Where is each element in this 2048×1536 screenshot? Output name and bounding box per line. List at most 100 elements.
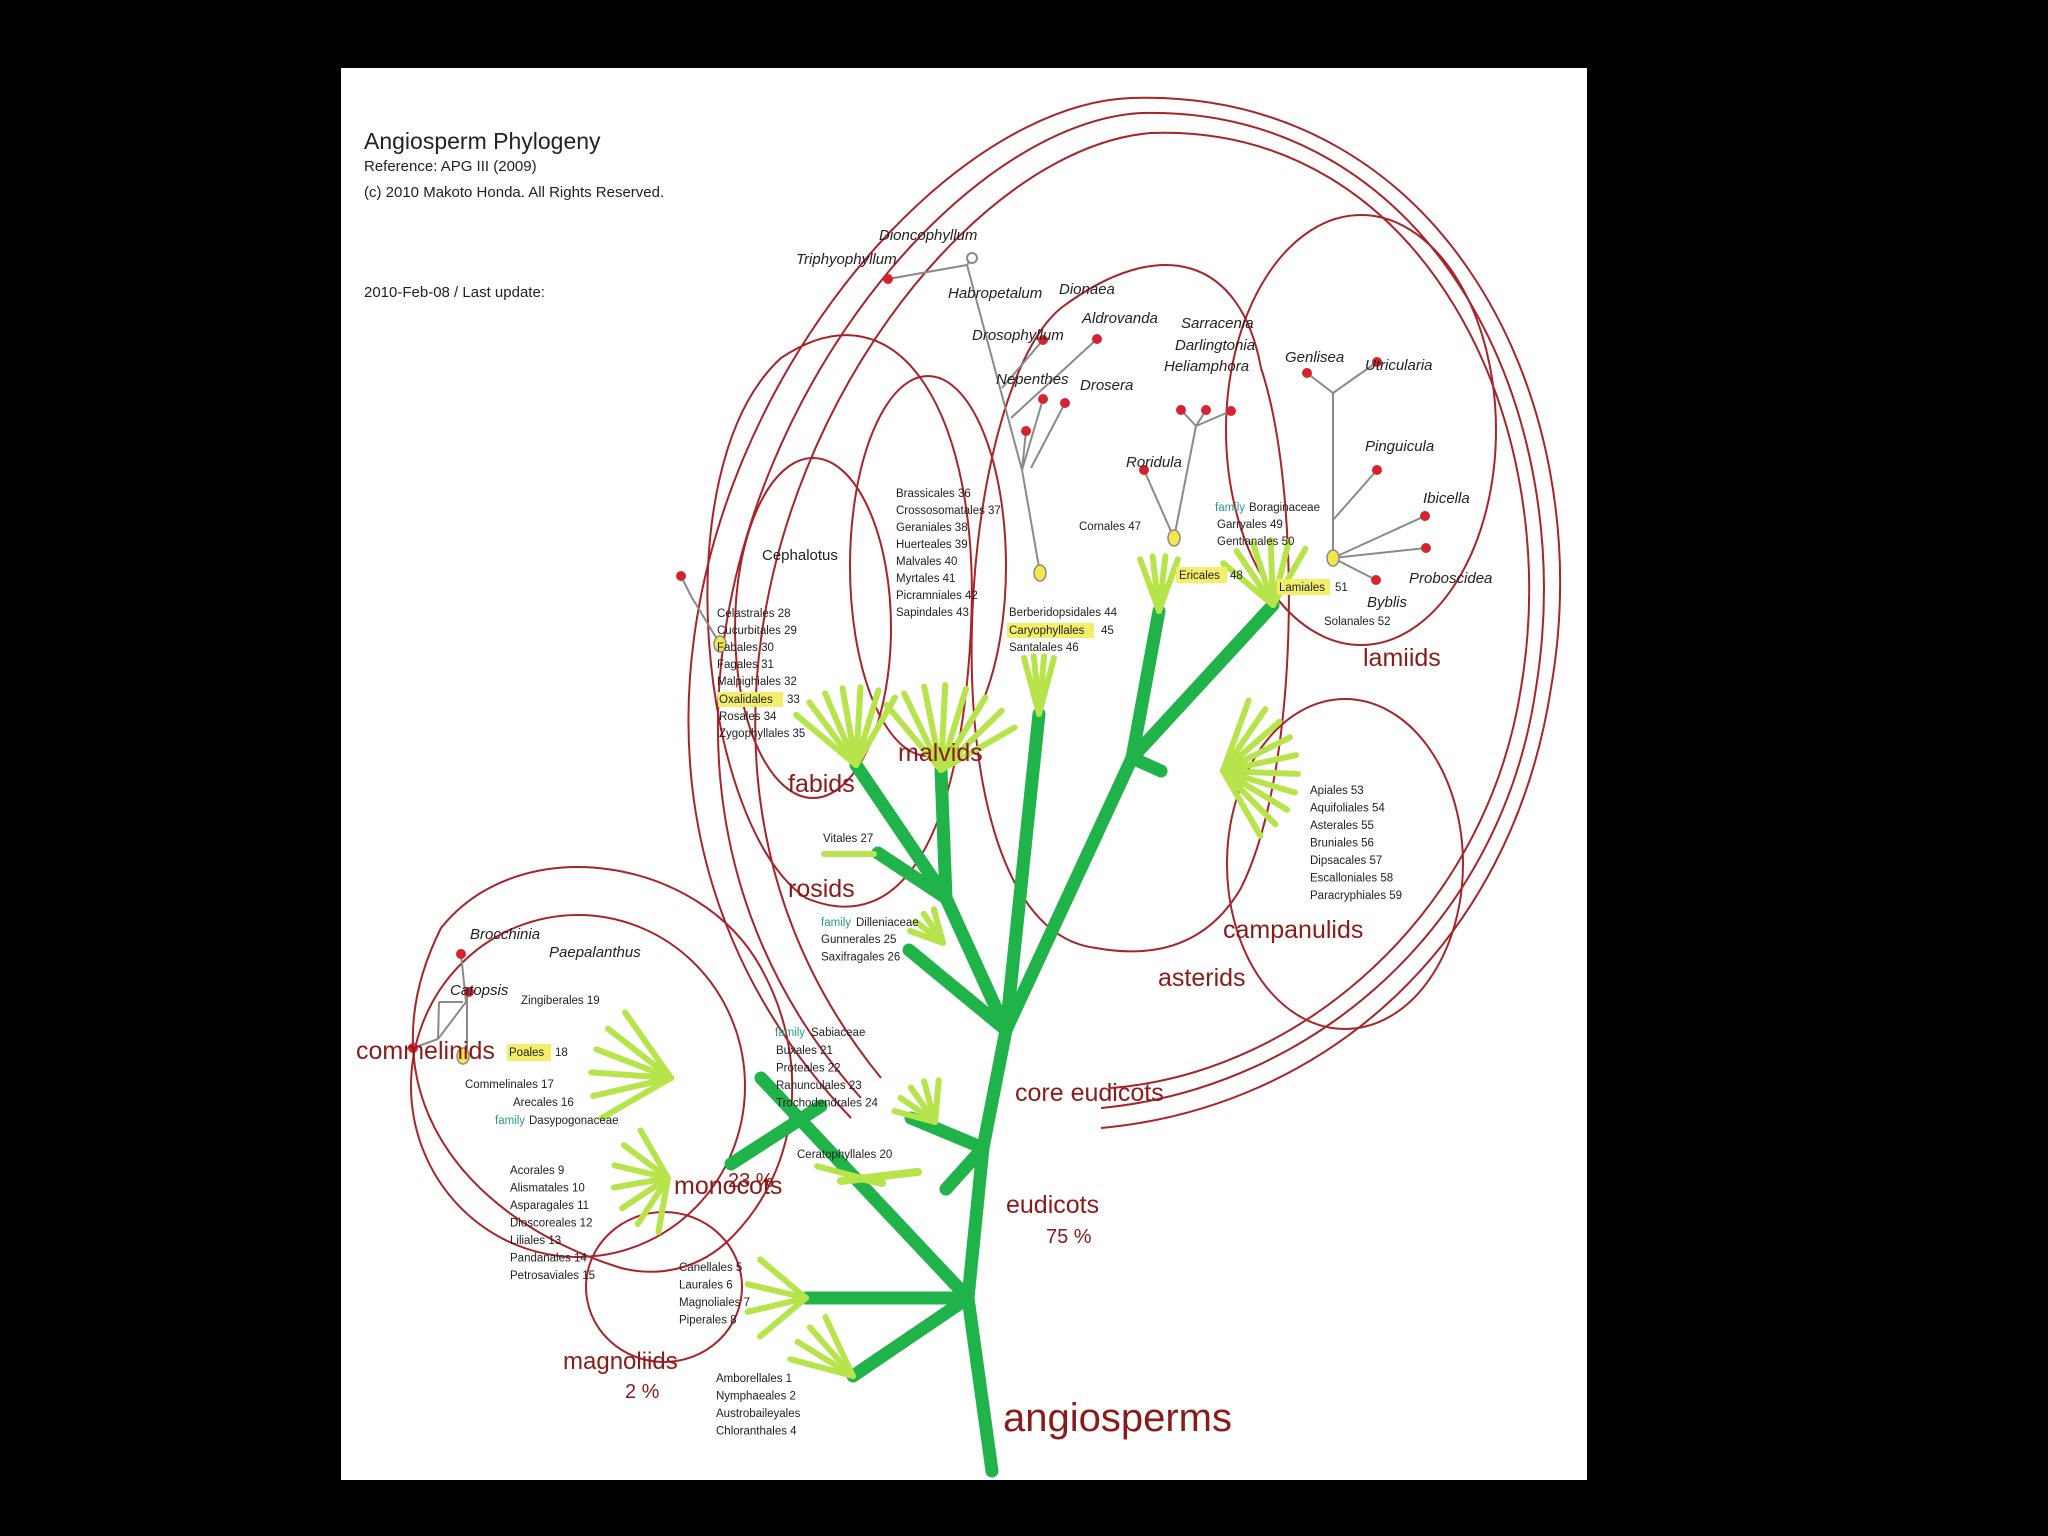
twig bbox=[744, 1281, 809, 1301]
genus-byblis: Byblis bbox=[1367, 594, 1408, 611]
outline-campanulids bbox=[1226, 698, 1464, 1030]
order-rosales: Rosales 34 bbox=[719, 711, 777, 723]
twig bbox=[1036, 655, 1057, 717]
twig bbox=[901, 690, 944, 773]
family-sabiaceae: Sabiaceae bbox=[811, 1027, 865, 1039]
order-fabid-1: Cucurbitales 29 bbox=[717, 625, 797, 637]
order-oxalidales-number: 33 bbox=[787, 694, 800, 706]
family-dasypogonaceae: Dasypogonaceae bbox=[529, 1115, 619, 1127]
twig bbox=[938, 707, 1005, 773]
genus-drosera: Drosera bbox=[1080, 377, 1133, 394]
order-fans bbox=[588, 537, 1309, 1379]
order-ceratophyllales: Ceratophyllales 20 bbox=[797, 1149, 892, 1161]
twig bbox=[1220, 718, 1283, 774]
clade-malvids: malvids bbox=[898, 739, 983, 767]
genus-pinguicula: Pinguicula bbox=[1365, 438, 1434, 455]
order-basal-eudicot-3: Trochodendrales 24 bbox=[776, 1098, 878, 1110]
family-word: family bbox=[1215, 502, 1245, 514]
order-santalales: Santalales 46 bbox=[1009, 642, 1079, 654]
order-ericales-number: 48 bbox=[1230, 570, 1243, 582]
order-lamiales: Lamiales bbox=[1279, 582, 1325, 594]
family-dilleniaceae: Dilleniaceae bbox=[856, 917, 919, 929]
order-campanulid-0: Apiales 53 bbox=[1310, 785, 1364, 797]
order-campanulid-5: Escalloniales 58 bbox=[1310, 873, 1393, 885]
order-arecales: Arecales 16 bbox=[513, 1097, 574, 1109]
order-malvid-1: Crossosomatales 37 bbox=[896, 505, 1001, 517]
twig bbox=[744, 1295, 809, 1315]
order-monocot-4: Liliales 13 bbox=[510, 1235, 561, 1247]
copyright-line: (c) 2010 Makoto Honda. All Rights Reserv… bbox=[364, 184, 665, 201]
order-commelinales: Commelinales 17 bbox=[465, 1079, 554, 1091]
order-caryophyllales-number: 45 bbox=[1101, 625, 1114, 637]
order-monocot-2: Asparagales 11 bbox=[510, 1200, 589, 1212]
twig bbox=[1156, 556, 1181, 614]
order-gunnerales-0: Gunnerales 25 bbox=[821, 934, 896, 946]
order-basal-eudicot-1: Proteales 22 bbox=[776, 1063, 841, 1075]
clade-core-eudicots: core eudicots bbox=[1015, 1079, 1164, 1107]
order-lamiales-number: 51 bbox=[1335, 582, 1348, 594]
outline-rosids bbox=[706, 334, 973, 908]
genus-brocchinia: Brocchinia bbox=[470, 926, 540, 943]
twig bbox=[814, 1163, 883, 1186]
genus-roridula: Roridula bbox=[1126, 454, 1182, 471]
order-caryophyllales: Caryophyllales bbox=[1009, 625, 1085, 637]
order-magnoliid-1: Laurales 6 bbox=[679, 1280, 733, 1292]
genus-cephalotus: Cephalotus bbox=[762, 547, 838, 564]
order-fabid-3: Fagales 31 bbox=[717, 659, 774, 671]
gunnerales-orders: Gunnerales 25 Saxifragales 26 bbox=[821, 934, 900, 964]
twig bbox=[1220, 768, 1279, 828]
order-campanulid-1: Aquifoliales 54 bbox=[1310, 803, 1385, 815]
order-campanulid-3: Bruniales 56 bbox=[1310, 838, 1374, 850]
order-campanulid-4: Dipsacales 57 bbox=[1310, 855, 1382, 867]
outline-eudicots-2 bbox=[717, 111, 1545, 1109]
twig bbox=[822, 690, 859, 768]
outline-lamiids bbox=[1225, 214, 1497, 646]
twig bbox=[787, 1356, 856, 1379]
clade-fabids: fabids bbox=[788, 770, 855, 798]
order-malvid-7: Sapindales 43 bbox=[896, 607, 969, 619]
clade-asterids: asterids bbox=[1158, 964, 1246, 992]
twig bbox=[1270, 545, 1309, 608]
genus-stems bbox=[412, 257, 1427, 1058]
outline-commelinids bbox=[410, 914, 746, 1258]
twig bbox=[757, 1256, 809, 1301]
twig bbox=[655, 1175, 671, 1236]
genus-nepenthes: Nepenthes bbox=[996, 371, 1069, 388]
clade-magnoliids-pct: 2 % bbox=[625, 1381, 660, 1403]
order-garryales: Garryales 49 bbox=[1217, 519, 1283, 531]
clade-eudicots-pct: 75 % bbox=[1046, 1226, 1092, 1248]
order-poales: Poales bbox=[509, 1047, 544, 1059]
order-zingiberales: Zingiberales 19 bbox=[521, 995, 600, 1007]
order-malvid-2: Geraniales 38 bbox=[896, 522, 968, 534]
twig bbox=[610, 1175, 671, 1191]
twig bbox=[1220, 768, 1298, 796]
order-vitales: Vitales 27 bbox=[823, 833, 873, 845]
outline-fabids bbox=[734, 457, 892, 799]
order-gunnerales-1: Saxifragales 26 bbox=[821, 952, 900, 964]
twig bbox=[938, 682, 949, 773]
order-basal-2: Austrobaileyales bbox=[716, 1408, 801, 1420]
genus-proboscidea: Proboscidea bbox=[1409, 570, 1492, 587]
reference-line: Reference: APG III (2009) bbox=[364, 158, 537, 175]
clade-campanulids: campanulids bbox=[1223, 916, 1363, 944]
clade-angiosperms: angiosperms bbox=[1003, 1396, 1232, 1440]
order-basal-eudicot-2: Ranunculales 23 bbox=[776, 1080, 862, 1092]
order-monocot-1: Alismatales 10 bbox=[510, 1183, 585, 1195]
twig bbox=[1220, 752, 1300, 774]
order-gentianales: Gentianales 50 bbox=[1217, 536, 1294, 548]
outline-asterids bbox=[970, 263, 1290, 953]
order-magnoliid-3: Piperales 8 bbox=[679, 1315, 737, 1327]
order-basal-1: Nymphaeales 2 bbox=[716, 1391, 796, 1403]
twig bbox=[1220, 734, 1293, 774]
twig bbox=[605, 1025, 674, 1081]
twig bbox=[1220, 768, 1264, 839]
genus-sarracenia: Sarracenia bbox=[1181, 315, 1254, 332]
twig bbox=[932, 1077, 942, 1125]
order-campanulid-6: Paracryphiales 59 bbox=[1310, 890, 1402, 902]
genus-heliamphora: Heliamphora bbox=[1164, 358, 1249, 375]
clade-rosids: rosids bbox=[788, 875, 855, 903]
